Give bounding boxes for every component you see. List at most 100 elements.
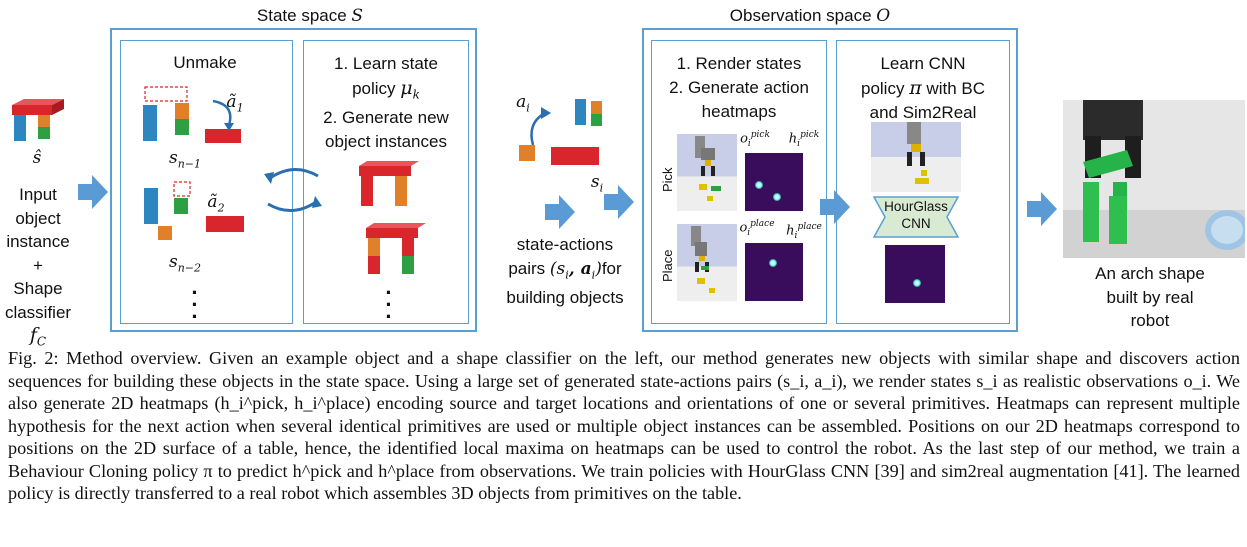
s1-sub: n−1 (177, 157, 202, 171)
unmake-ellipsis: ··· (191, 280, 199, 330)
learn-state-panel (303, 40, 469, 324)
arrow-pairs-to-observation (604, 185, 634, 219)
a1-symbol: ã (226, 92, 237, 112)
a-i-symbol: a (516, 92, 527, 112)
pick-heatmap (745, 153, 803, 211)
o-place-sub: i (747, 227, 751, 238)
h-pick-sup: pick (800, 130, 820, 140)
render-panel (651, 40, 827, 324)
h-pick-sub: i (797, 138, 801, 149)
robot-line-3: robot (1130, 311, 1170, 330)
arrow-cnn-to-robot (1027, 192, 1057, 226)
classifier-sub: C (36, 334, 47, 349)
arrow-input-to-state (78, 175, 108, 209)
robot-gripper-icon (695, 136, 721, 201)
state-space-title-text: State space (256, 6, 347, 25)
a2-sub: 2 (217, 201, 225, 215)
learn-state-text: 1. Learn state policy μk 2. Generate new… (305, 52, 467, 154)
o-pick-symbol: o (740, 131, 748, 147)
figure-caption: Fig. 2: Method overview. Given an exampl… (8, 348, 1240, 503)
unmake-step2-image (144, 181, 244, 240)
generated-object-2-image (366, 223, 426, 274)
policy-word: policy (352, 79, 401, 98)
render-text: 1. Render states 2. Generate action heat… (653, 52, 825, 124)
input-line-4: + (33, 255, 43, 275)
mu-symbol: μ (400, 77, 413, 99)
input-line-1: Input (19, 185, 57, 204)
learn-state-line-1: 1. Learn state (334, 54, 438, 73)
pair-close: ) (595, 258, 602, 279)
h-pick-symbol: h (788, 131, 798, 147)
a1-label: ã1 (220, 92, 250, 115)
pick-heatmap-peak-1 (755, 181, 763, 189)
learn-state-line-4: object instances (325, 132, 447, 152)
generated-object-1-image (359, 161, 419, 206)
pair-a-sub: i (591, 267, 596, 281)
place-observation-image (677, 224, 737, 301)
learn-cnn-line-1: Learn CNN (880, 54, 966, 73)
input-description: Input object instance + Shape classifier… (0, 183, 76, 354)
pairs-line-2: pairs (si, ai)for (490, 257, 640, 287)
input-line-6: classifier fC (0, 301, 76, 354)
state-action-example-image (519, 99, 602, 165)
render-line-3: heatmaps (701, 102, 777, 121)
input-arch-image (12, 99, 64, 141)
a1-sub: 1 (236, 101, 244, 115)
learn-state-line-2: policy μk (305, 76, 467, 106)
place-row-label: Place (660, 249, 675, 282)
h-place-sub: i (794, 230, 798, 241)
with-bc-text: with BC (921, 79, 985, 98)
classifier-word: classifier (4, 302, 72, 322)
a-i-label: ai (508, 92, 538, 115)
s2-symbol: s (168, 252, 178, 272)
pair-s-sub: i (565, 267, 569, 281)
hourglass-line-2: CNN (901, 216, 931, 231)
render-line-1: 1. Render states (676, 54, 802, 73)
a2-symbol: ã (207, 192, 218, 212)
real-robot-photo (1063, 100, 1245, 258)
state-space-title: State space S (230, 5, 390, 27)
h-place-symbol: h (786, 223, 795, 239)
o-pick-sub: i (747, 138, 751, 149)
hourglass-cnn-shape (873, 196, 959, 238)
place-heatmap (745, 243, 803, 301)
pair-s: (s (549, 258, 566, 279)
learn-cnn-line-2: policy π with BC (838, 76, 1008, 101)
h-pick-label: hipick (786, 130, 822, 150)
input-line-3: instance (6, 232, 70, 251)
observation-space-title: Observation space O (700, 5, 920, 27)
s-n-minus-2-label: sn−2 (160, 252, 210, 275)
mu-sub: k (412, 87, 420, 102)
s-i-symbol: s (590, 172, 600, 192)
unmake-step1-image (143, 86, 241, 143)
input-line-5: Shape (13, 279, 63, 298)
robot-gripper-place-icon (691, 226, 715, 293)
s1-symbol: s (168, 148, 178, 168)
cnn-output-peak (913, 279, 921, 287)
robot-arm-icon (907, 122, 929, 184)
a-i-sub: i (526, 101, 530, 115)
classifier-symbol: f (29, 324, 37, 346)
a2-label: ã2 (201, 192, 231, 215)
s-hat-label: ŝ (32, 148, 42, 168)
pair-a: , a (568, 258, 592, 279)
robot-line-1: An arch shape (1095, 264, 1205, 283)
o-place-sup: place (750, 219, 775, 229)
generated-ellipsis: ··· (385, 280, 393, 330)
h-place-sup: place (797, 222, 822, 232)
pick-heatmap-peak-2 (773, 193, 781, 201)
unmake-panel (120, 40, 293, 324)
o-place-label: oiplace (737, 219, 777, 239)
learn-cnn-panel (836, 40, 1010, 324)
state-space-frame (110, 28, 477, 332)
policy-cnn-word: policy (861, 79, 910, 98)
s-n-minus-1-label: sn−1 (160, 148, 210, 171)
hourglass-cnn-label: HourGlass CNN (873, 198, 959, 232)
s2-sub: n−2 (177, 261, 202, 275)
pairs-line-1: state-actions (516, 235, 614, 254)
observation-space-title-text: Observation space (729, 6, 872, 25)
observation-space-frame (642, 28, 1018, 332)
observation-space-symbol: O (876, 6, 891, 26)
s-i-label: si (582, 172, 612, 195)
pairs-word: pairs (508, 258, 550, 278)
